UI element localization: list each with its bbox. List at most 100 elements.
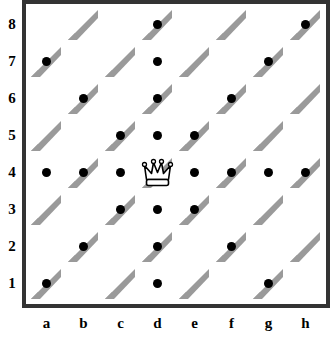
file-label: g bbox=[265, 316, 273, 331]
queen-ball bbox=[152, 160, 156, 164]
rank-label: 5 bbox=[8, 128, 16, 143]
file-label: e bbox=[191, 316, 198, 331]
dark-square-hatch bbox=[179, 70, 186, 77]
file-label: b bbox=[79, 316, 87, 331]
attack-dot bbox=[190, 205, 199, 214]
attack-dot bbox=[190, 168, 199, 177]
dark-square-hatch bbox=[68, 107, 75, 114]
dark-square-hatch bbox=[290, 107, 297, 114]
file-label: c bbox=[117, 316, 124, 331]
attack-dot bbox=[301, 20, 310, 29]
dark-square-hatch bbox=[253, 292, 260, 299]
dark-square-hatch bbox=[179, 144, 186, 151]
dark-square-hatch bbox=[290, 33, 297, 40]
dark-square-hatch bbox=[68, 158, 98, 188]
dark-square-hatch bbox=[105, 144, 112, 151]
queen-crown bbox=[145, 163, 171, 180]
attack-dot bbox=[42, 279, 51, 288]
attack-dot bbox=[79, 168, 88, 177]
dark-square-hatch bbox=[105, 70, 112, 77]
dark-square-hatch bbox=[216, 158, 246, 188]
dark-square-hatch bbox=[290, 181, 297, 188]
attack-dot bbox=[153, 279, 162, 288]
attack-dot bbox=[301, 168, 310, 177]
dark-square-hatch bbox=[253, 121, 283, 151]
dark-square-hatch bbox=[253, 195, 283, 225]
attack-dot bbox=[42, 57, 51, 66]
dark-square-hatch bbox=[253, 144, 260, 151]
queen-ball bbox=[143, 163, 147, 167]
dark-square-hatch bbox=[216, 232, 246, 262]
attack-dot bbox=[264, 279, 273, 288]
dark-square-hatch bbox=[68, 84, 98, 114]
file-label: a bbox=[43, 316, 51, 331]
dark-square-hatch bbox=[290, 84, 320, 114]
dark-square-hatch bbox=[68, 33, 75, 40]
attack-dot bbox=[79, 94, 88, 103]
dark-square-hatch bbox=[31, 292, 38, 299]
attack-dot bbox=[227, 242, 236, 251]
dark-square-hatch bbox=[253, 70, 260, 77]
dark-square-hatch bbox=[179, 218, 186, 225]
board-frame bbox=[24, 2, 328, 306]
dark-square-hatch bbox=[31, 195, 61, 225]
dark-square-hatch bbox=[142, 107, 149, 114]
dark-square-hatch bbox=[179, 292, 186, 299]
dark-square-hatch bbox=[68, 10, 98, 40]
rank-label: 4 bbox=[8, 165, 16, 180]
attack-dot bbox=[153, 242, 162, 251]
dark-square-hatch bbox=[142, 158, 172, 188]
dark-square-hatch bbox=[142, 255, 149, 262]
attack-dot bbox=[116, 168, 125, 177]
dark-square-hatch bbox=[290, 10, 320, 40]
dark-square-hatch bbox=[216, 84, 246, 114]
dark-square-hatch bbox=[105, 195, 135, 225]
dark-square-hatch bbox=[253, 218, 260, 225]
dark-square-hatch bbox=[31, 121, 61, 151]
file-label: f bbox=[229, 316, 234, 331]
dark-square-hatch bbox=[179, 195, 209, 225]
rank-label: 6 bbox=[8, 91, 16, 106]
dark-square-hatch bbox=[253, 269, 283, 299]
rank-label: 2 bbox=[8, 239, 16, 254]
dark-square-hatch bbox=[142, 84, 172, 114]
attack-dot bbox=[153, 94, 162, 103]
attack-dot bbox=[227, 94, 236, 103]
dark-square-hatch bbox=[105, 47, 135, 77]
dark-square-hatch bbox=[105, 292, 112, 299]
dark-square-hatch bbox=[142, 10, 172, 40]
attack-dot bbox=[264, 168, 273, 177]
dark-square-hatch bbox=[68, 255, 75, 262]
dark-square-hatch bbox=[68, 232, 98, 262]
dark-square-hatch bbox=[253, 47, 283, 77]
dark-square-hatch bbox=[179, 269, 209, 299]
attack-dot bbox=[116, 205, 125, 214]
dark-square-hatch bbox=[105, 218, 112, 225]
dark-square-hatch bbox=[31, 70, 38, 77]
attack-dot bbox=[153, 131, 162, 140]
dark-square-hatch bbox=[31, 47, 61, 77]
attack-dot bbox=[264, 57, 273, 66]
file-label: h bbox=[301, 316, 309, 331]
queen-ball bbox=[169, 163, 173, 167]
dark-square-hatch bbox=[31, 269, 61, 299]
dark-square-hatch bbox=[216, 107, 223, 114]
dark-square-hatch bbox=[216, 181, 223, 188]
dark-square-hatch bbox=[68, 181, 75, 188]
attack-dot bbox=[153, 57, 162, 66]
attack-dot bbox=[42, 168, 51, 177]
attack-dot bbox=[153, 20, 162, 29]
dark-square-hatch bbox=[142, 232, 172, 262]
dark-square-hatch bbox=[290, 232, 320, 262]
dark-square-hatch bbox=[290, 255, 297, 262]
attack-dot bbox=[190, 131, 199, 140]
attack-dot bbox=[116, 131, 125, 140]
dark-square-hatch bbox=[290, 158, 320, 188]
dark-square-hatch bbox=[179, 47, 209, 77]
dark-square-hatch bbox=[105, 121, 135, 151]
dark-square-hatch bbox=[179, 121, 209, 151]
queen-ball bbox=[160, 160, 164, 164]
attack-dot bbox=[227, 168, 236, 177]
